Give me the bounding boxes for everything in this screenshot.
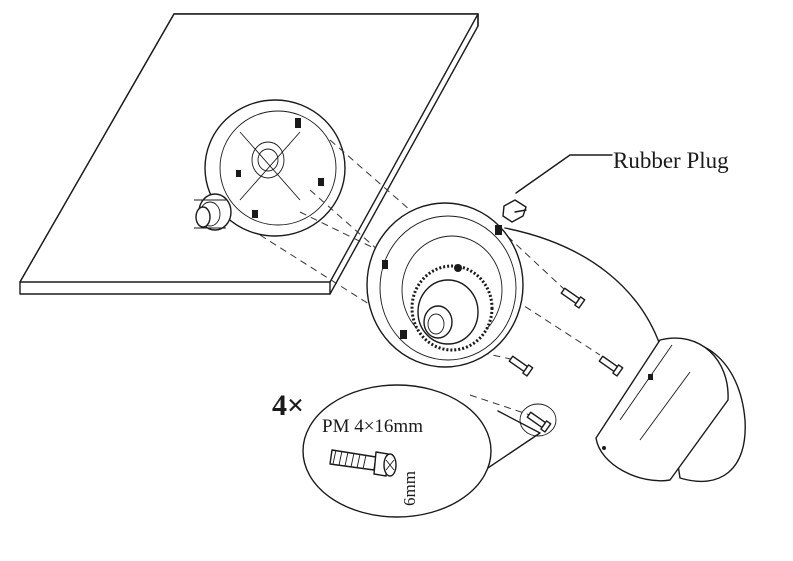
safety-cable — [504, 227, 661, 346]
cable-gland — [194, 193, 232, 231]
screw-callout: PM 4×16mm 6mm — [302, 384, 557, 518]
screws — [508, 287, 624, 433]
junction-box — [194, 99, 346, 237]
screw — [508, 355, 534, 377]
screw — [526, 411, 552, 433]
quantity-label: 4× — [272, 389, 304, 422]
rubber-plug-label: Rubber Plug — [613, 148, 729, 173]
screw-head-size-label: 6mm — [400, 471, 419, 506]
dome-cover — [595, 337, 746, 483]
screw — [598, 355, 624, 377]
camera-base — [366, 202, 524, 368]
screw — [560, 287, 586, 309]
screw-detail-icon — [329, 449, 397, 477]
rubber-plug — [502, 199, 527, 223]
rubber-plug-leader — [515, 154, 613, 194]
screw-spec-label: PM 4×16mm — [322, 416, 423, 437]
